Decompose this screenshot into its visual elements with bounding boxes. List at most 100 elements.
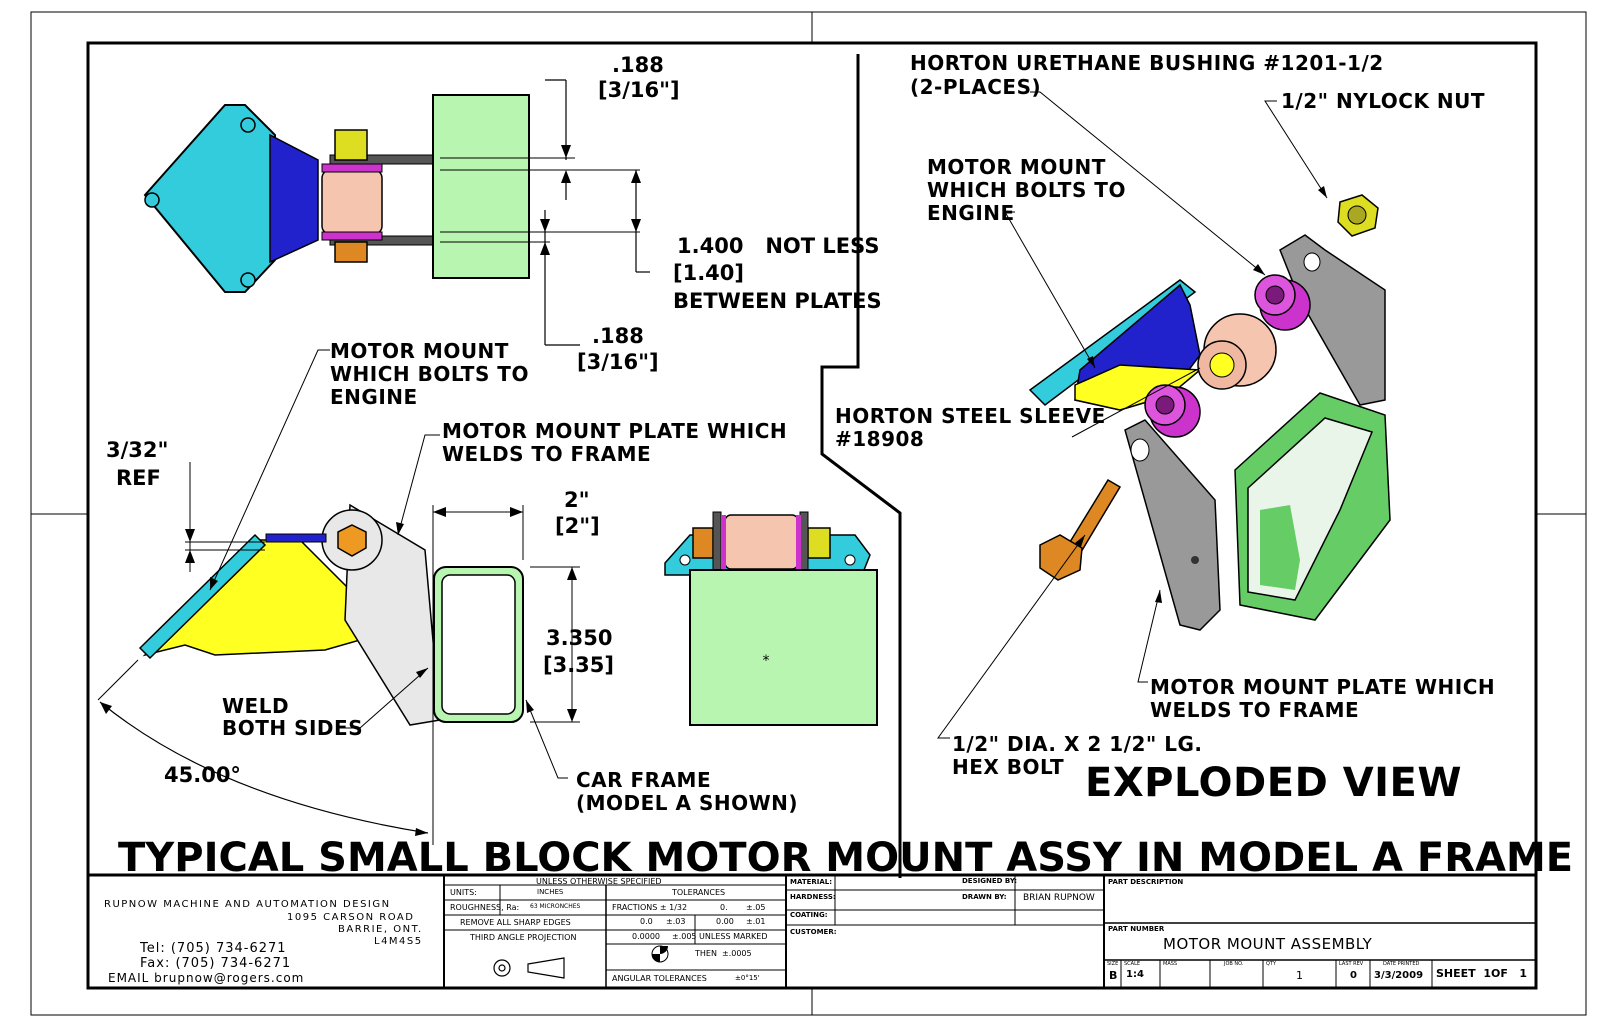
end-view: * [664, 511, 878, 726]
title-block [88, 873, 1536, 988]
tb-remove: REMOVE ALL SHARP EDGES [460, 918, 571, 927]
tb-third-angle: THIRD ANGLE PROJECTION [470, 933, 577, 942]
tb-scale-label: SCALE [1124, 961, 1141, 967]
company-fax: Fax: (705) 734-6271 [140, 956, 292, 971]
top-view [143, 79, 650, 346]
plate-exploded-rear [1279, 234, 1386, 406]
dim-angle: 45.00° [164, 763, 241, 787]
callout-bushing-1: HORTON URETHANE BUSHING #1201-1/2 [910, 51, 1384, 75]
sleeve-end [724, 514, 799, 570]
tb-tol2: 0.00 [716, 917, 734, 926]
dim-height: 3.350 [546, 626, 613, 650]
dim-ref-note: REF [116, 466, 161, 490]
company-tel: Tel: (705) 734-6271 [140, 941, 287, 956]
plate-exploded-front [1124, 419, 1221, 631]
callout-motor-mount-1: MOTOR MOUNT [330, 339, 509, 363]
hex-bolt-exploded [1039, 478, 1122, 581]
callout-mm-exploded-3: ENGINE [927, 201, 1015, 225]
tb-part-number: PART NUMBER [1108, 925, 1165, 933]
callout-bolt-2: HEX BOLT [952, 755, 1065, 779]
sleeve-top [321, 169, 383, 235]
dim-width-bracket: [2"] [555, 514, 600, 538]
callout-weld-1: WELD [222, 694, 290, 718]
frame-top [432, 94, 530, 279]
callout-bushing-2: (2-PLACES) [910, 75, 1042, 99]
tb-qty: 1 [1296, 969, 1303, 982]
tb-tol3-val: ±.005 UNLESS MARKED [672, 932, 768, 941]
tb-units-val: INCHES [537, 888, 564, 896]
company-name: RUPNOW MACHINE AND AUTOMATION DESIGN [104, 899, 391, 910]
exploded-view-art [937, 91, 1391, 739]
dim-bottom-plate-frac: [3/16"] [577, 350, 659, 374]
callout-mm-exploded-2: WHICH BOLTS TO [927, 178, 1126, 202]
tb-then-val: ±.0005 [722, 949, 752, 958]
tb-material: MATERIAL: [790, 878, 833, 886]
tb-rough-label: ROUGHNESS, Ra: [450, 903, 520, 912]
tb-tol-zero: 0. [720, 903, 728, 912]
dim-top-plate-frac: [3/16"] [598, 78, 680, 102]
callout-sleeve-2: #18908 [835, 427, 925, 451]
tb-sheet: SHEET 1OF 1 [1436, 967, 1527, 980]
tb-job-label: JOB NO. [1224, 961, 1244, 967]
tb-hardness: HARDNESS: [790, 893, 836, 901]
tb-tol2-val: ±.01 [746, 917, 766, 926]
tb-tol3: 0.0000 [632, 932, 660, 941]
callout-plate-exploded-1: MOTOR MOUNT PLATE WHICH [1150, 675, 1496, 699]
callout-plate-2: WELDS TO FRAME [442, 442, 652, 466]
callout-weld-2: BOTH SIDES [222, 716, 364, 740]
company-email: EMAIL brupnow@rogers.com [108, 971, 305, 985]
tb-then: THEN [695, 949, 717, 958]
exploded-view-heading: EXPLODED VIEW [1085, 760, 1462, 806]
bushing-exploded-top [1254, 274, 1311, 331]
motor-mount-top [143, 104, 276, 293]
tb-qty-label: QTY [1266, 961, 1277, 967]
tb-size: B [1109, 969, 1118, 982]
gusset-top [269, 133, 319, 264]
tb-rough-val: 63 MICRONCHES [530, 903, 581, 910]
side-view [97, 349, 580, 845]
tb-angular: ANGULAR TOLERANCES [612, 974, 707, 983]
frame-end [689, 569, 878, 726]
dim-width: 2" [564, 488, 590, 512]
dim-top-plate: .188 [612, 53, 664, 77]
tb-coating: COATING: [790, 911, 828, 919]
tb-rev: 0 [1350, 970, 1357, 981]
dim-height-bracket: [3.35] [543, 653, 615, 677]
part-name: MOTOR MOUNT ASSEMBLY [1163, 935, 1373, 953]
tb-part-desc: PART DESCRIPTION [1108, 878, 1184, 886]
tb-tolerances: TOLERANCES [672, 888, 726, 897]
tb-mass-label: MASS [1163, 961, 1178, 967]
dim-bottom-plate: .188 [592, 324, 644, 348]
tb-angular-val: ±0°15' [735, 974, 760, 982]
tb-rev-label: LAST REV [1339, 961, 1364, 967]
dim-between-bracket: [1.40] [673, 261, 745, 285]
callout-sleeve-1: HORTON STEEL SLEEVE [835, 404, 1106, 428]
tb-date: 3/3/2009 [1374, 970, 1424, 981]
callout-nylock-nut: 1/2" NYLOCK NUT [1281, 89, 1486, 113]
tb-tol1-val: ±.03 [666, 917, 686, 926]
tb-designed-by: DESIGNED BY: [962, 877, 1018, 885]
callout-motor-mount-2: WHICH BOLTS TO [330, 362, 529, 386]
company-address1: 1095 CARSON ROAD [287, 912, 415, 923]
callout-frame-1: CAR FRAME [576, 768, 712, 792]
tb-date-label: DATE PRINTED [1383, 961, 1420, 967]
tb-customer: CUSTOMER: [790, 928, 837, 936]
tb-size-label: SIZE [1107, 961, 1119, 967]
tb-drawn-by: DRAWN BY: [962, 893, 1007, 901]
company-address2: BARRIE, ONT. [338, 924, 423, 935]
tb-unless: UNLESS OTHERWISE SPECIFIED [536, 877, 662, 886]
bushing-exploded-bottom [1144, 384, 1201, 438]
svg-text:*: * [763, 653, 770, 669]
drawing-title: TYPICAL SMALL BLOCK MOTOR MOUNT ASSY IN … [118, 835, 1574, 881]
dim-between: 1.400 NOT LESS [677, 234, 880, 258]
sleeve-exploded [1197, 313, 1277, 390]
tb-drawn-name: BRIAN RUPNOW [1023, 893, 1095, 903]
tb-scale: 1:4 [1126, 969, 1144, 980]
callout-frame-2: (MODEL A SHOWN) [576, 791, 799, 815]
tb-fractions: FRACTIONS ± 1/32 [612, 903, 688, 912]
view-divider [820, 54, 902, 878]
nylock-nut-exploded [1337, 194, 1379, 237]
dim-between-note: BETWEEN PLATES [673, 289, 882, 313]
callout-bolt-1: 1/2" DIA. X 2 1/2" LG. [952, 732, 1203, 756]
